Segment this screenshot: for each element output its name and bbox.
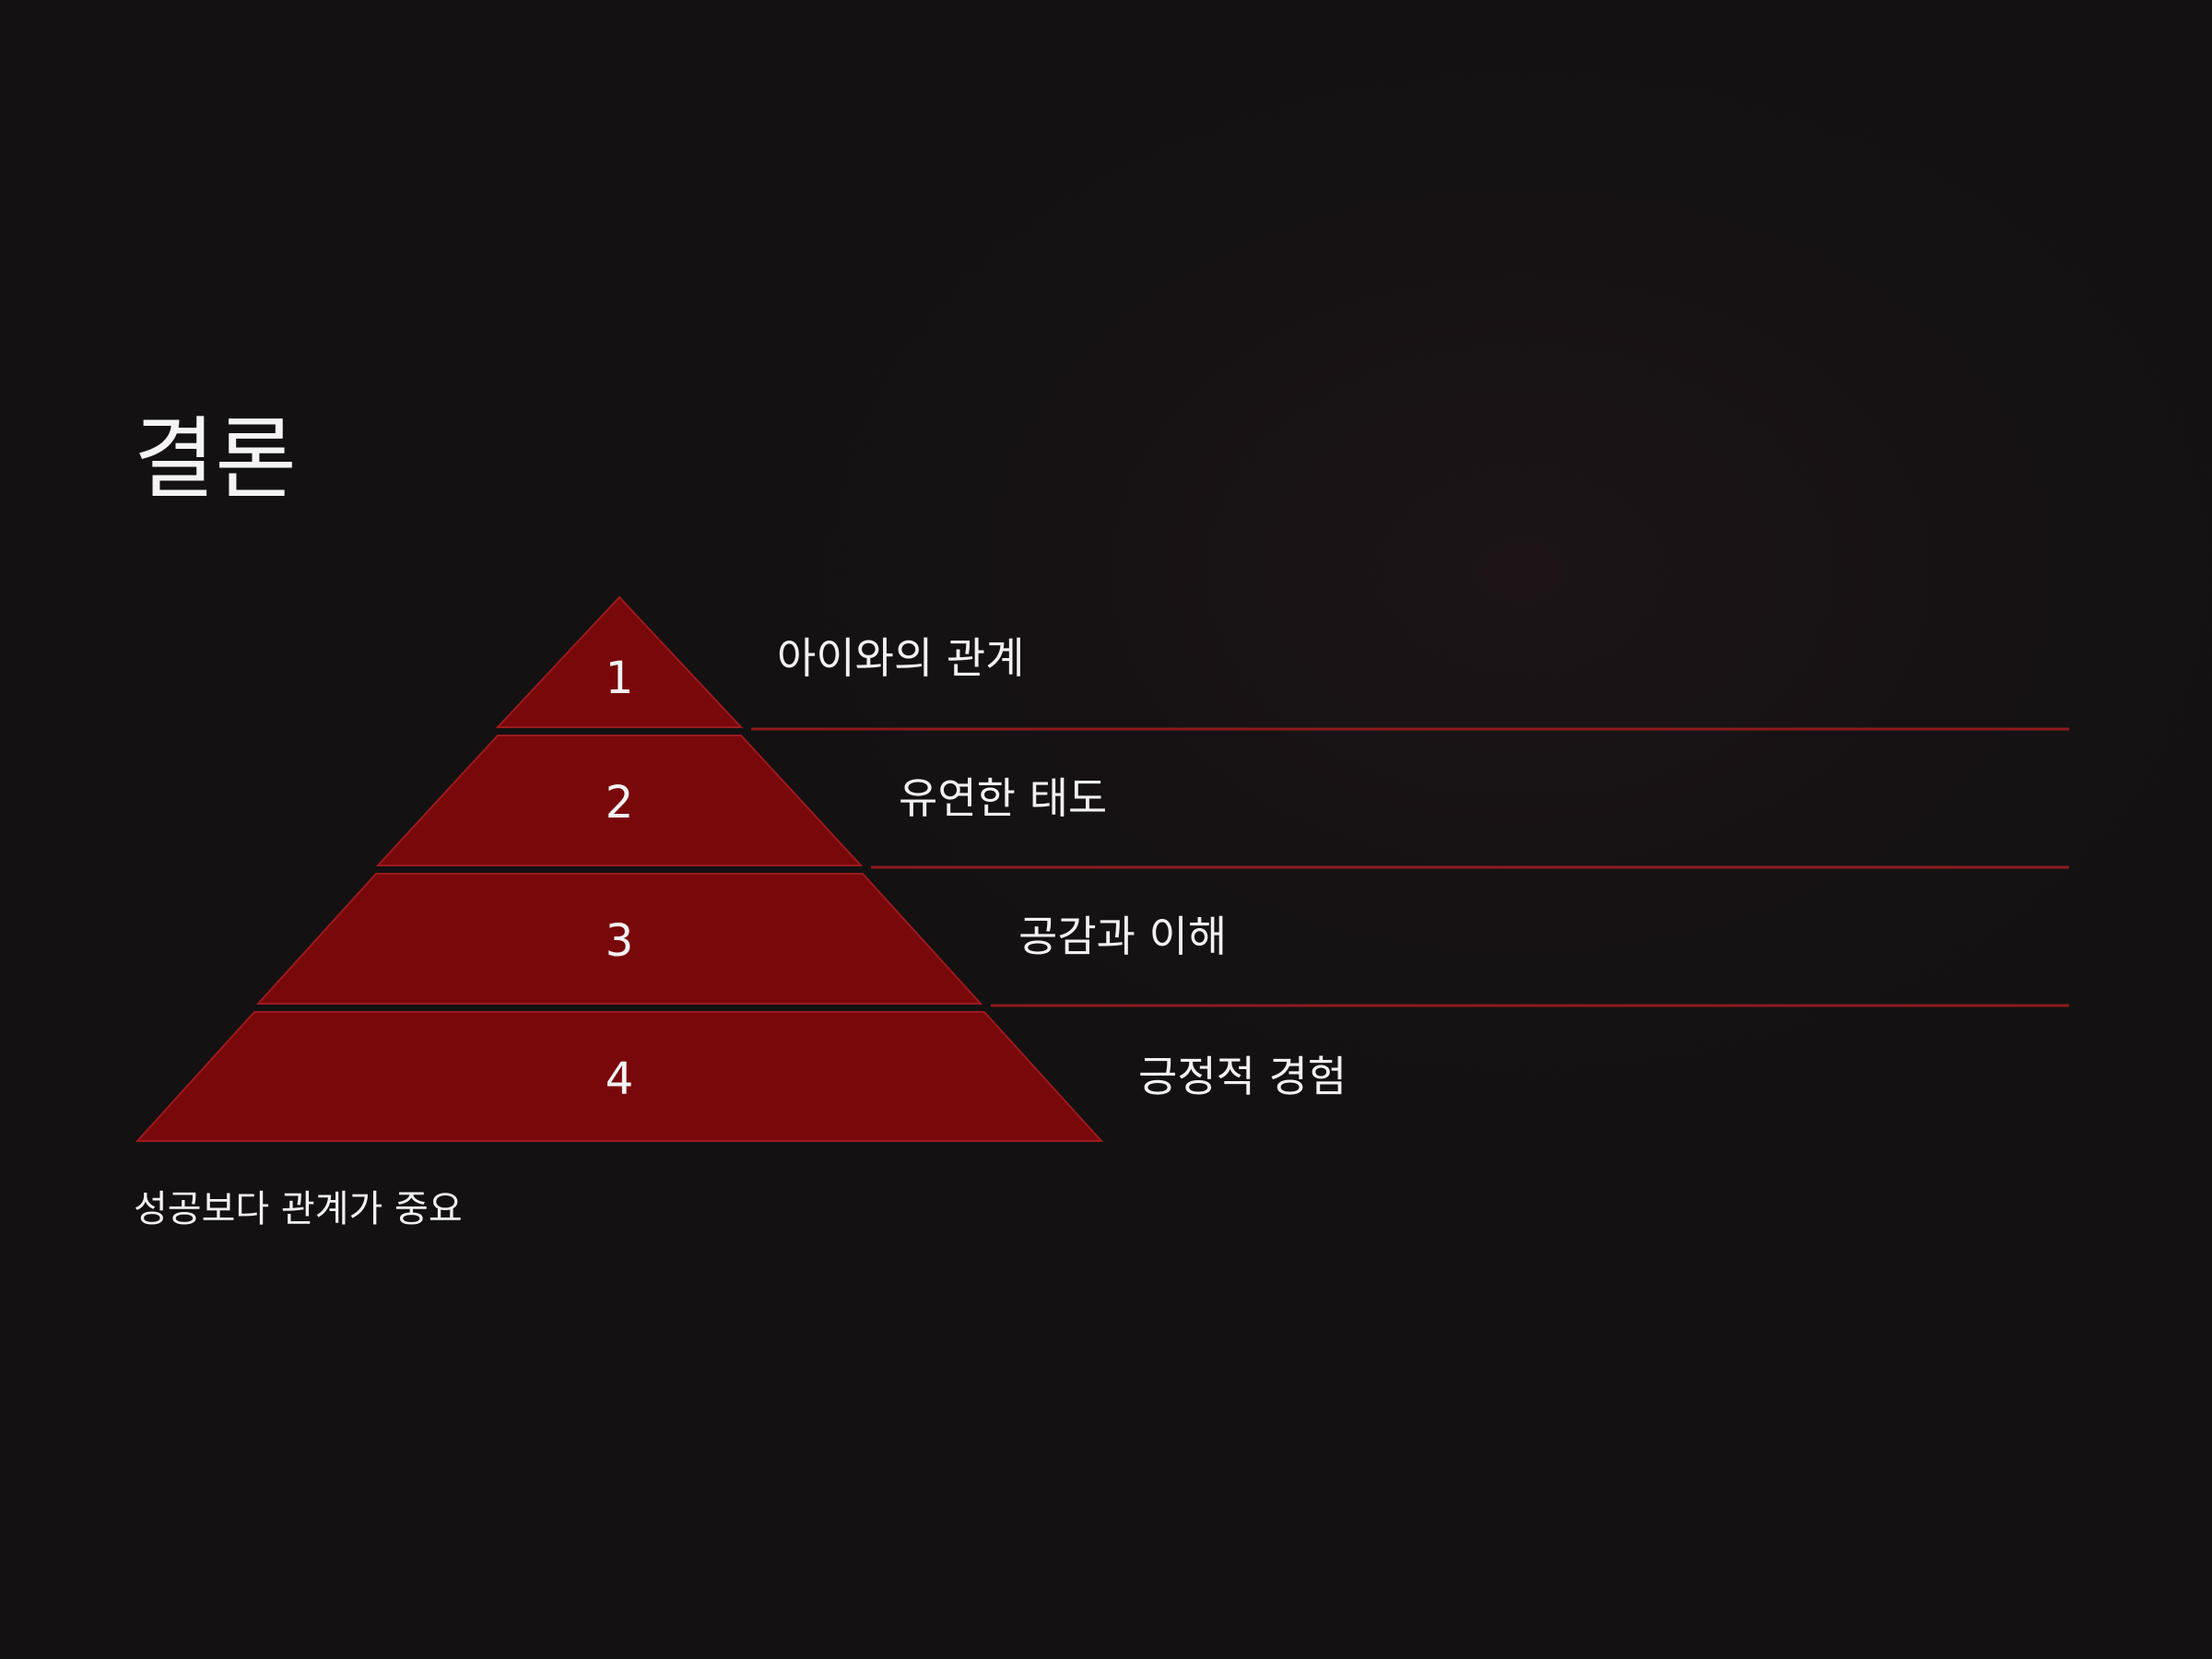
tier-2-label: 유연한 태도	[899, 773, 1107, 823]
tier-1-number: 1	[606, 653, 634, 704]
tier-4: 4 긍정적 경험	[135, 1011, 1347, 1142]
slide-title: 결론	[134, 407, 297, 511]
tier-3-shape	[255, 873, 983, 1005]
tier-1-label: 아이와의 관계	[777, 633, 1025, 683]
tier-2-shape	[375, 735, 864, 866]
slide-subtitle: 성공보다 관계가 중요	[134, 1188, 463, 1230]
tier-3-label: 공감과 이해	[1018, 912, 1227, 961]
tier-1-shape	[495, 595, 744, 728]
tier-2: 2 유연한 태도	[375, 735, 2069, 869]
tier-3-number: 3	[606, 915, 634, 967]
tier-1: 1 아이와의 관계	[495, 595, 2069, 731]
tier-3: 3 공감과 이해	[255, 873, 2069, 1007]
tier-4-shape	[135, 1011, 1104, 1142]
tier-4-label: 긍정적 경험	[1138, 1052, 1347, 1101]
tier-2-number: 2	[606, 777, 634, 829]
tier-4-number: 4	[606, 1053, 634, 1105]
